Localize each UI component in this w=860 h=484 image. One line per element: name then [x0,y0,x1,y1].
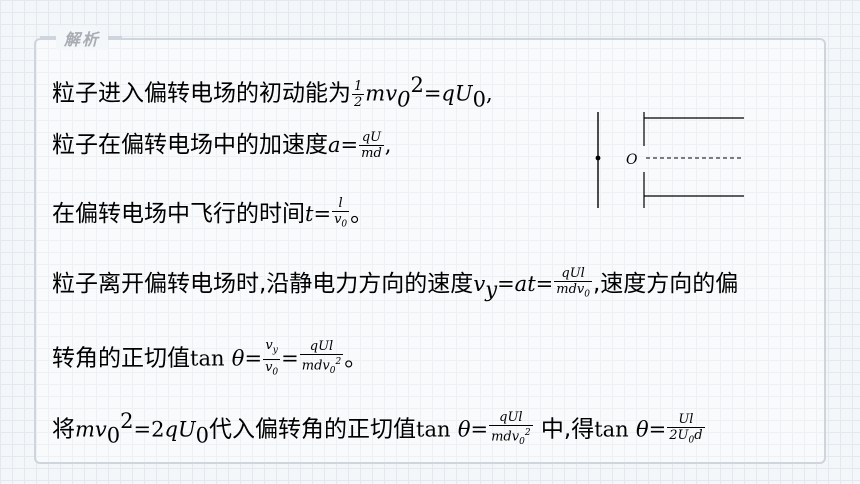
analysis-panel [34,38,826,464]
section-label: 解析 [56,26,109,50]
particle-dot [595,155,601,161]
panel-border-segment [108,36,122,38]
deflection-field-diagram: O [595,112,744,208]
panel-border-segment [40,36,56,38]
origin-label: O [626,152,638,168]
